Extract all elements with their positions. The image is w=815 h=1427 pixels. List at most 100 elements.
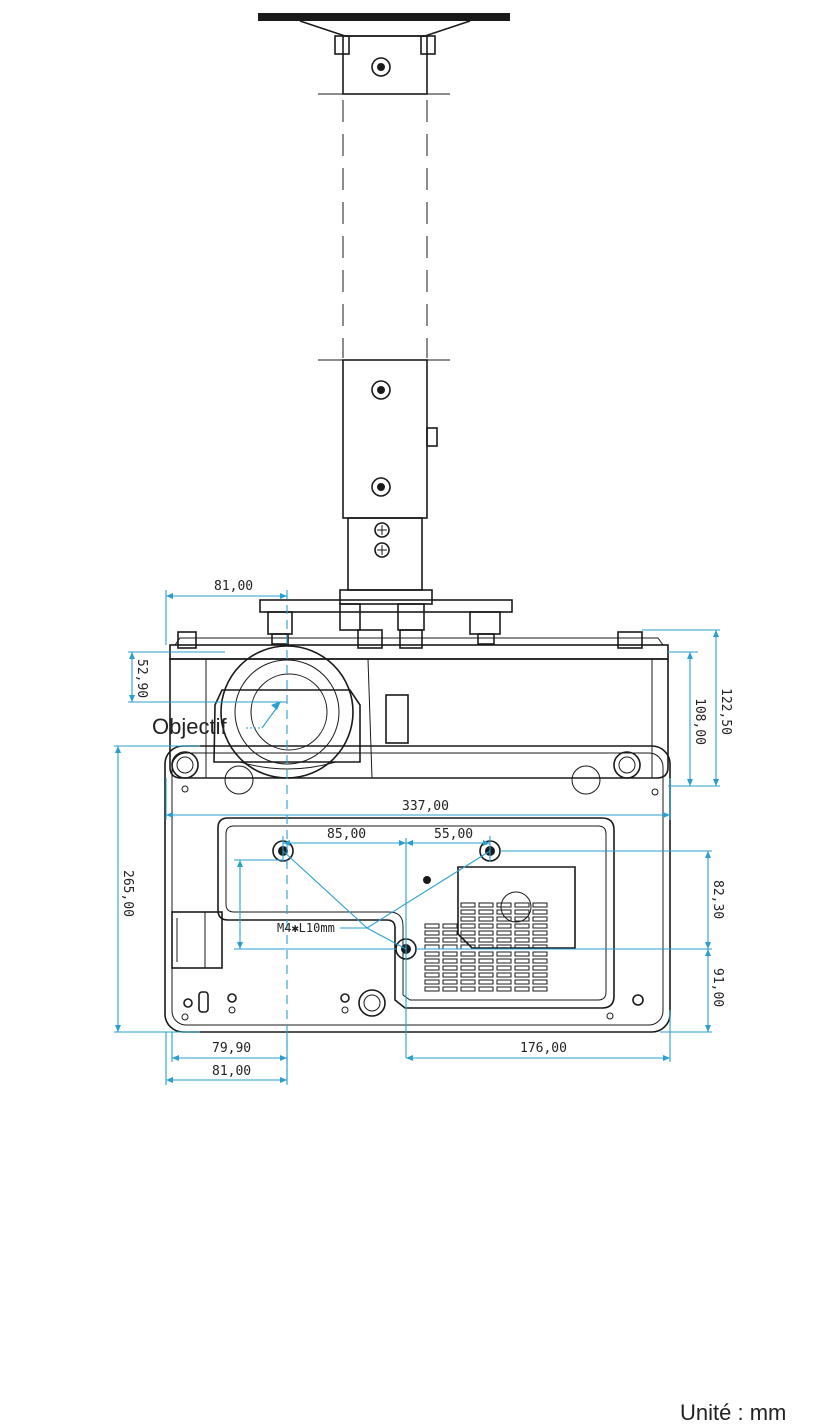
- vent-slot: [532, 902, 548, 908]
- vent-slot: [478, 986, 494, 992]
- lens-glass: [250, 673, 328, 751]
- vent-slot: [496, 958, 512, 964]
- dim-top-offset: 81,00: [214, 579, 253, 594]
- lens-housing: [213, 689, 361, 763]
- labels: Objectif M4✱L10mm Unité : mm: [152, 701, 786, 1425]
- foot-bottom-icon: [358, 989, 386, 1017]
- vent-slot: [532, 909, 548, 915]
- lens-label: Objectif: [152, 714, 227, 739]
- mount-recess: [217, 817, 615, 1009]
- bracket-knob-left: [334, 35, 350, 55]
- unit-label: Unité : mm: [680, 1400, 786, 1423]
- vent-slot: [496, 951, 512, 957]
- bracket-knob-right: [420, 35, 436, 55]
- vent-slot: [514, 986, 530, 992]
- vent-slot: [514, 930, 530, 936]
- vent-slot: [514, 916, 530, 922]
- spider-bracket: [259, 599, 513, 613]
- projector-front-view: [169, 631, 669, 779]
- vent-slot: [424, 972, 440, 978]
- vent-slot: [478, 923, 494, 929]
- vent-slot: [496, 909, 512, 915]
- vent-slot: [442, 979, 458, 985]
- vent-slot: [514, 951, 530, 957]
- dim-bottom-left-b: 81,00: [212, 1064, 251, 1079]
- vent-slot: [496, 979, 512, 985]
- vent-slot: [460, 916, 476, 922]
- vent-slot: [424, 965, 440, 971]
- dim-mount-left: 85,00: [327, 827, 366, 842]
- vent-slot: [532, 930, 548, 936]
- vent-slot: [442, 972, 458, 978]
- vent-slot: [496, 923, 512, 929]
- vent-slot: [442, 944, 458, 950]
- vent-slot: [442, 965, 458, 971]
- vent-slot: [532, 979, 548, 985]
- lower-bolt-icon: [371, 477, 391, 497]
- vent-slot: [424, 944, 440, 950]
- vent-slot: [424, 923, 440, 929]
- vent-slot: [514, 937, 530, 943]
- vent-slot: [532, 986, 548, 992]
- dim-bottom-left-a: 79,90: [212, 1041, 251, 1056]
- vent-slot: [460, 930, 476, 936]
- vent-slot: [532, 965, 548, 971]
- vent-slot: [460, 958, 476, 964]
- vent-slot: [514, 909, 530, 915]
- dimension-lines: 81,00 52,90 108,00 122,50 337,00 265,00: [114, 579, 733, 1085]
- vent-grille: [424, 902, 548, 992]
- dim-mount-vertical: 82,30: [710, 880, 725, 919]
- vent-slot: [478, 965, 494, 971]
- dim-depth: 265,00: [120, 870, 135, 917]
- vent-slot: [496, 937, 512, 943]
- vent-slot: [532, 972, 548, 978]
- vent-slot: [478, 909, 494, 915]
- mount-neck: [347, 517, 423, 591]
- vent-slot: [424, 979, 440, 985]
- upper-bolt-icon: [371, 57, 391, 77]
- vent-slot: [478, 979, 494, 985]
- lamp-cover: [457, 866, 576, 949]
- vent-slot: [442, 937, 458, 943]
- front-sensor-window: [385, 694, 409, 744]
- vent-slot: [532, 916, 548, 922]
- vent-slot: [424, 958, 440, 964]
- vent-slot: [424, 937, 440, 943]
- front-foot-left: [177, 631, 197, 649]
- vent-slot: [460, 986, 476, 992]
- vent-slot: [496, 902, 512, 908]
- neck-screw-2-icon: [374, 542, 390, 558]
- dim-width: 337,00: [402, 799, 449, 814]
- vent-slot: [460, 909, 476, 915]
- vent-slot: [460, 951, 476, 957]
- front-foot-right: [617, 631, 643, 649]
- vent-slot: [478, 916, 494, 922]
- lens-pointer-arrow: [271, 701, 281, 710]
- foot-top-right-icon: [613, 751, 641, 779]
- vent-slot: [442, 923, 458, 929]
- vent-slot: [496, 965, 512, 971]
- neck-screw-icon: [374, 522, 390, 538]
- dim-mount-right: 55,00: [434, 827, 473, 842]
- bottom-chassis: [164, 745, 671, 1033]
- foot-top-left-icon: [171, 751, 199, 779]
- vent-slot: [478, 958, 494, 964]
- side-connector: [171, 911, 223, 969]
- vent-slot: [514, 923, 530, 929]
- vent-slot: [532, 937, 548, 943]
- vent-slot: [496, 986, 512, 992]
- dim-rear-mount: 91,00: [710, 968, 725, 1007]
- upper-pole: [342, 35, 428, 95]
- vent-slot: [478, 951, 494, 957]
- dim-total-height: 122,50: [718, 688, 733, 735]
- vent-slot: [424, 930, 440, 936]
- dim-bottom-right: 176,00: [520, 1041, 567, 1056]
- vent-slot: [532, 958, 548, 964]
- ceiling-plate: [258, 13, 510, 21]
- vent-slot: [496, 972, 512, 978]
- vent-slot: [514, 972, 530, 978]
- vent-slot: [532, 923, 548, 929]
- vent-slot: [424, 986, 440, 992]
